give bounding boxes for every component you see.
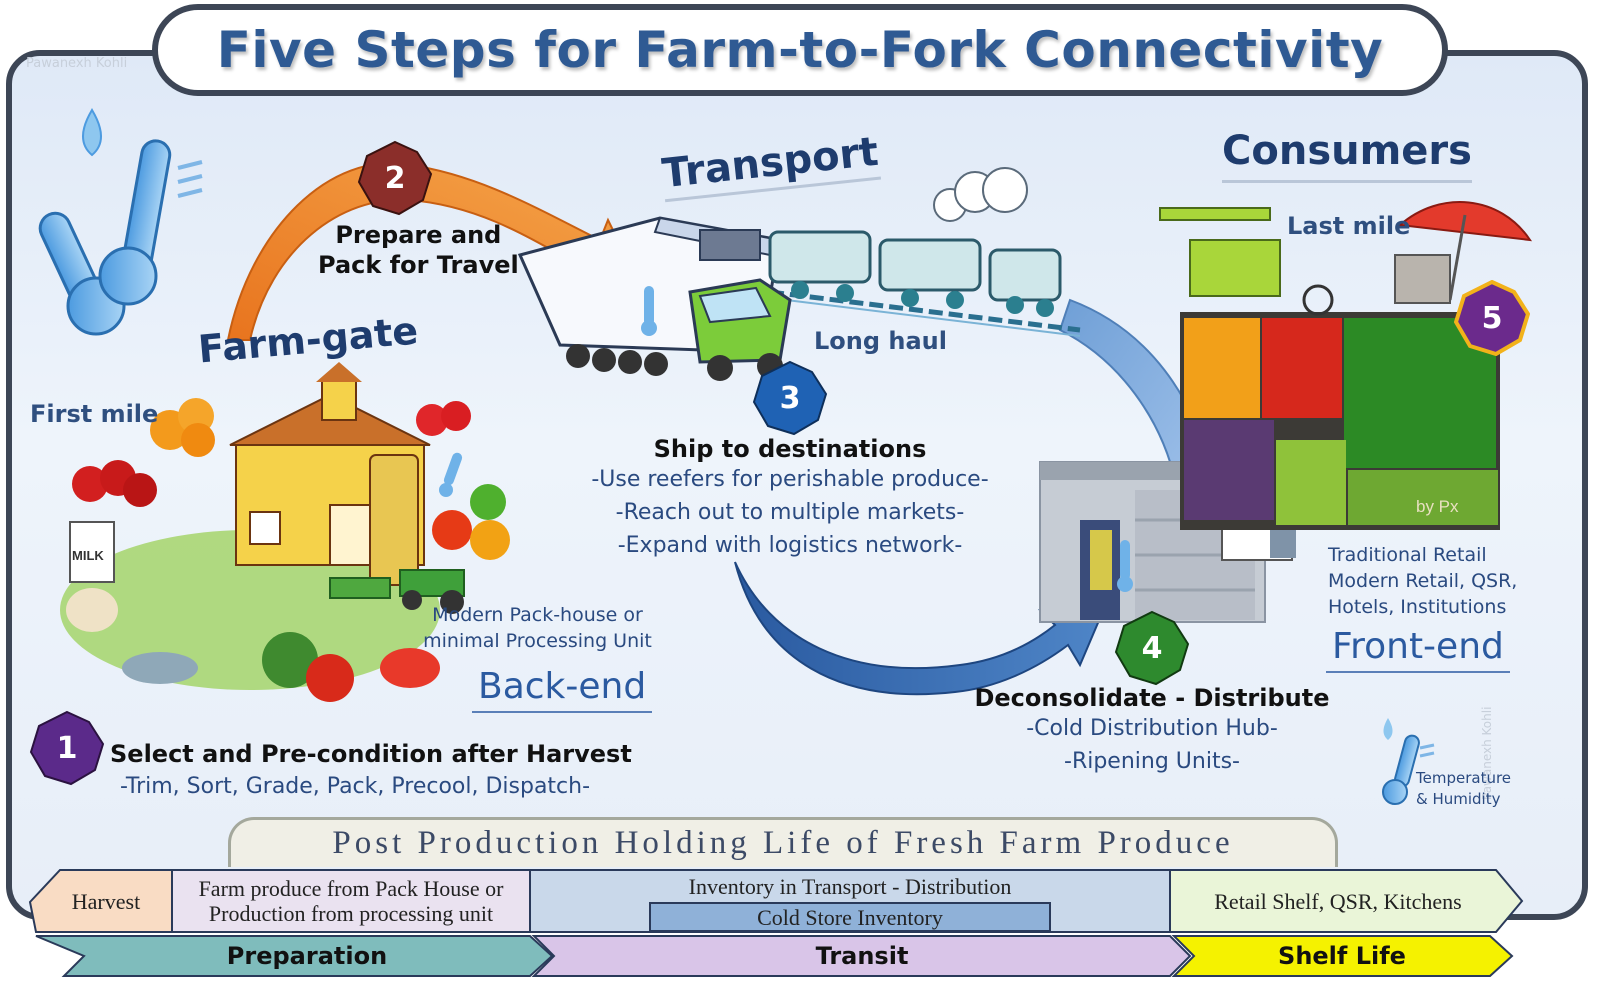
packhouse-line-2: minimal Processing Unit	[423, 630, 652, 652]
farm-produce-line-2: Production from processing unit	[208, 901, 494, 926]
consumers-header: Consumers	[1222, 128, 1472, 183]
ship-arrow	[734, 561, 1114, 696]
diagram-title: Five Steps for Farm-to-Fork Connectivity	[216, 21, 1384, 79]
step-3-number: 3	[779, 380, 801, 416]
retail-label: Traditional Retail Modern Retail, QSR, H…	[1328, 542, 1517, 620]
first-mile-label: First mile	[30, 400, 159, 428]
long-haul-label: Long haul	[814, 327, 947, 355]
step-4-title: Deconsolidate - Distribute	[974, 684, 1330, 712]
step-2-title: Prepare and Pack for Travel	[318, 220, 519, 280]
step-4-line-2: -Ripening Units-	[1064, 749, 1240, 774]
reefer-truck-icon	[517, 216, 792, 381]
timeline-cold-store: Cold Store Inventory	[757, 904, 943, 930]
train-icon	[768, 167, 1062, 317]
step-2-badge: 2	[357, 140, 433, 216]
timeline-inventory-transport: Inventory in Transport - Distribution	[688, 873, 1012, 899]
watermark: Pawanexh Kohli	[26, 56, 128, 71]
temperature-humidity-label: Temperature & Humidity	[1416, 768, 1511, 810]
farm-produce-line-1: Farm produce from Pack House or	[198, 876, 504, 901]
step-3-text: Ship to destinations -Use reefers for pe…	[560, 435, 1020, 562]
retail-line-1: Traditional Retail	[1328, 544, 1487, 566]
step-3-badge: 3	[752, 360, 828, 436]
step-3-title: Ship to destinations	[653, 435, 927, 463]
step-3-line-1: -Use reefers for perishable produce-	[591, 467, 989, 492]
timeline-farm-produce: Farm produce from Pack House or Producti…	[172, 872, 530, 930]
step-2-number: 2	[384, 160, 406, 196]
retail-line-3: Hotels, Institutions	[1328, 596, 1507, 618]
step-2-title-line-2: Pack for Travel	[318, 251, 519, 279]
band-transit: Transit	[815, 942, 909, 970]
step-2-title-line-1: Prepare and	[335, 221, 502, 249]
timeline-harvest: Harvest	[71, 888, 141, 914]
step-1-line-1: -Trim, Sort, Grade, Pack, Precool, Dispa…	[119, 774, 591, 799]
temp-line-1: Temperature	[1416, 769, 1512, 787]
step-4-line-1: -Cold Distribution Hub-	[1026, 716, 1278, 741]
timeline-retail-shelf: Retail Shelf, QSR, Kitchens	[1214, 888, 1462, 914]
step-3-line-3: -Expand with logistics network-	[617, 533, 963, 558]
step-4-badge: 4	[1114, 610, 1190, 686]
farm-illustration	[60, 362, 510, 702]
timeline-heading-box: Post Production Holding Life of Fresh Fa…	[228, 817, 1338, 867]
produce-signature: by Px	[1416, 497, 1459, 516]
frontend-label: Front-end	[1326, 626, 1510, 673]
thermometer-icon-small	[1382, 718, 1435, 805]
produce-market-image	[1159, 201, 1533, 530]
step-5-badge: 5	[1453, 279, 1531, 357]
backend-label: Back-end	[472, 666, 653, 713]
timeline-bands	[28, 869, 1524, 977]
rail-track	[769, 289, 1081, 333]
prepare-arrow	[226, 162, 642, 341]
title-banner: Five Steps for Farm-to-Fork Connectivity	[152, 4, 1448, 96]
band-preparation: Preparation	[226, 942, 388, 970]
step-1-title: Select and Pre-condition after Harvest	[110, 740, 632, 768]
step-4-number: 4	[1141, 630, 1163, 666]
timeline-heading: Post Production Holding Life of Fresh Fa…	[332, 825, 1234, 861]
cold-store-image	[1039, 461, 1296, 623]
retail-line-2: Modern Retail, QSR,	[1328, 570, 1518, 592]
temp-line-2: & Humidity	[1416, 790, 1501, 808]
step-4-text: Deconsolidate - Distribute -Cold Distrib…	[972, 684, 1332, 778]
milk-label: MILK	[72, 548, 104, 563]
step-1-number: 1	[56, 730, 78, 766]
step-1-badge: 1	[29, 710, 105, 786]
step-3-line-2: -Reach out to multiple markets-	[615, 500, 965, 525]
thermometer-icon-large	[38, 108, 203, 336]
packhouse-line-1: Modern Pack-house or	[432, 604, 643, 626]
last-mile-label: Last mile	[1287, 212, 1411, 240]
packhouse-label: Modern Pack-house or minimal Processing …	[420, 602, 655, 654]
step-5-number: 5	[1481, 300, 1503, 336]
band-shelf-life: Shelf Life	[1278, 942, 1406, 970]
